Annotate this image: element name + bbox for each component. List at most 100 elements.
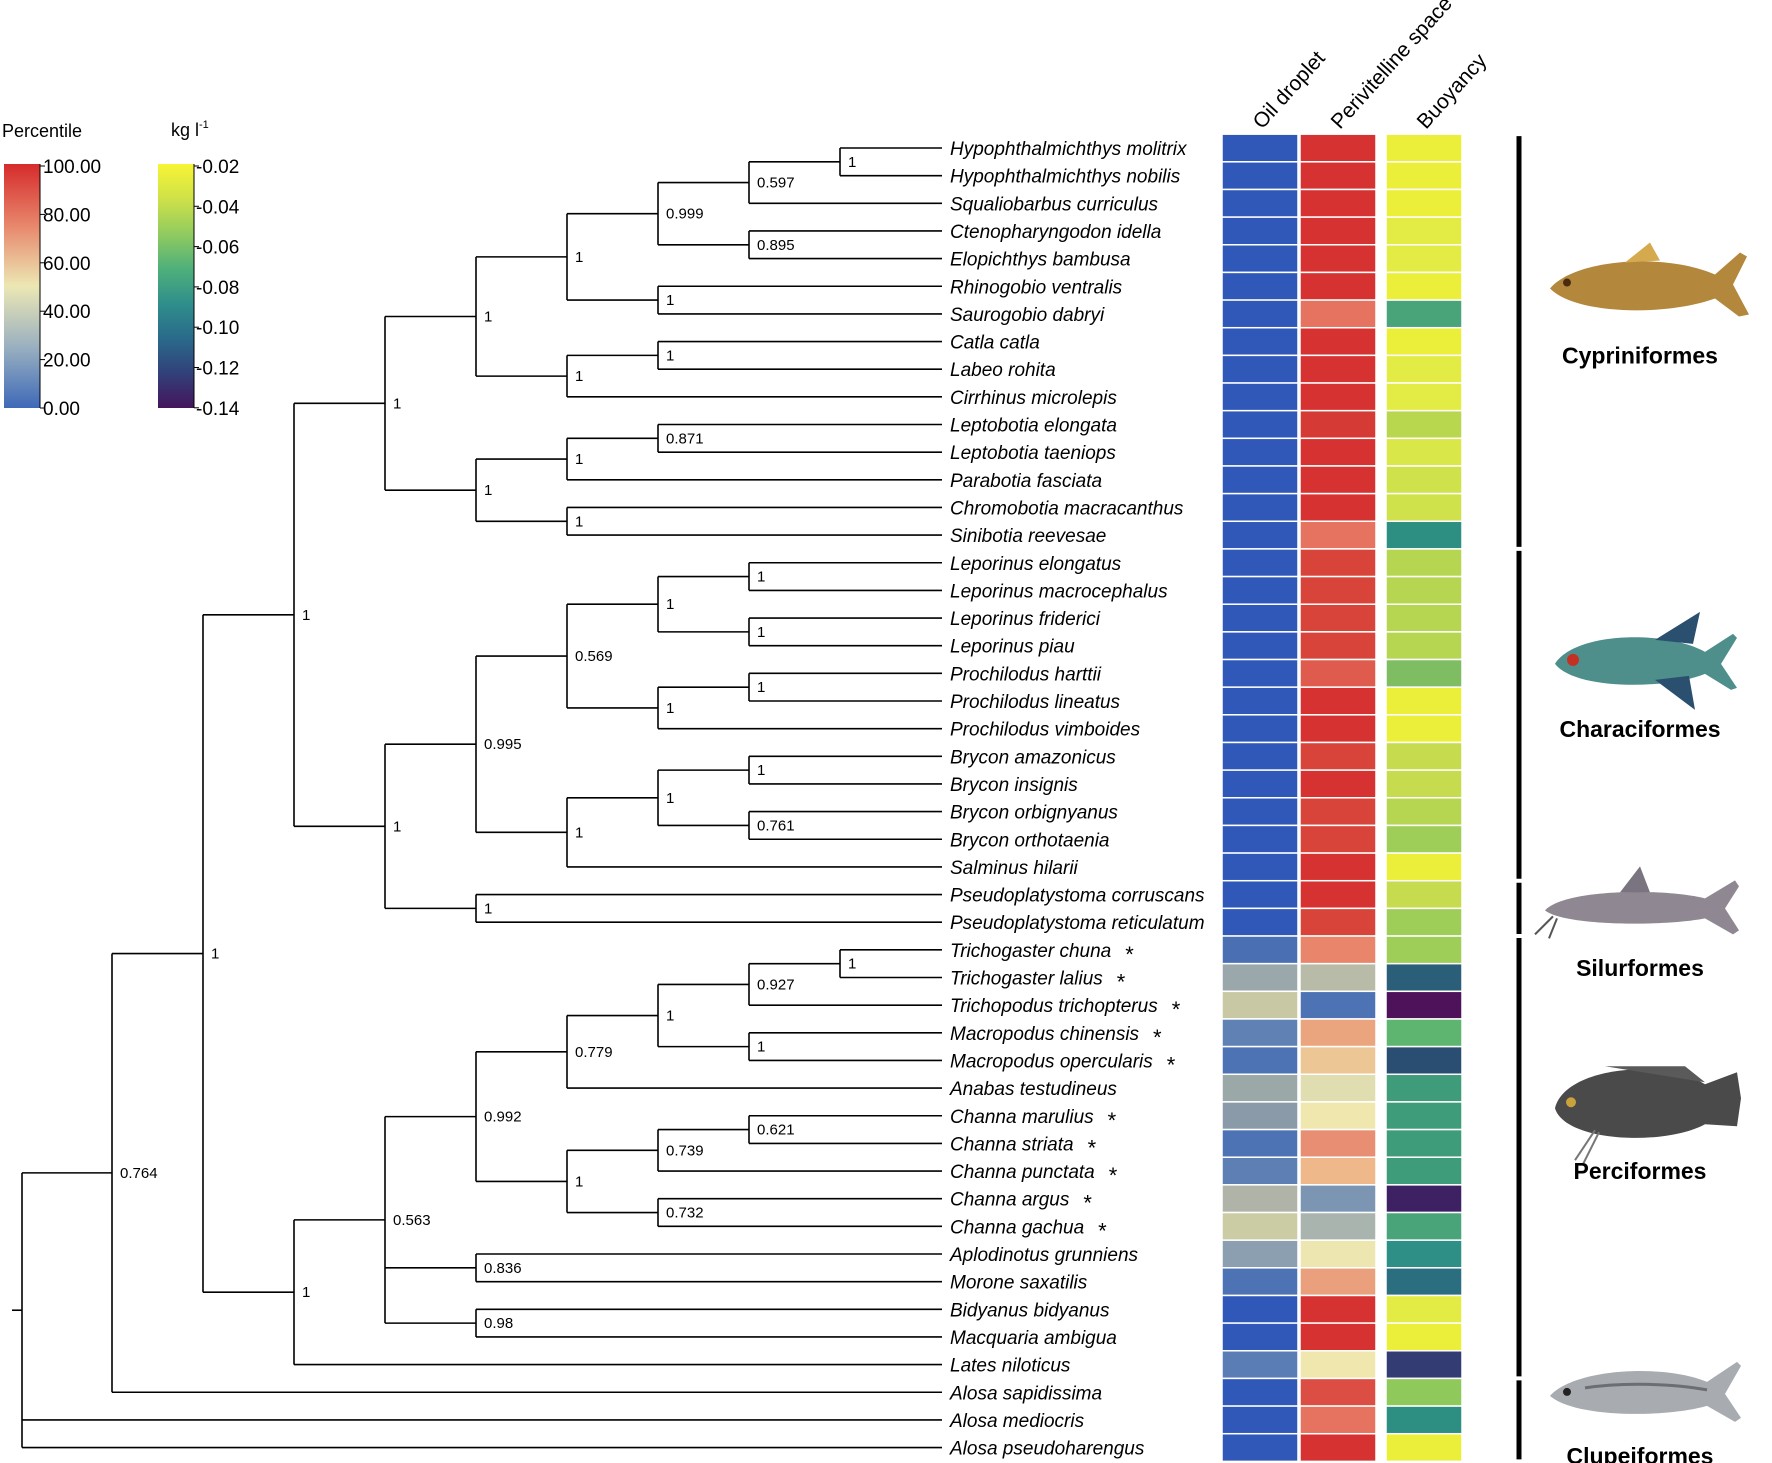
support-value: 0.761 (757, 817, 795, 834)
fish-fin (1620, 866, 1650, 893)
perivitelline-cell (1299, 1184, 1377, 1214)
oil-droplet-cell (1221, 1128, 1299, 1158)
support-value: 1 (575, 513, 583, 530)
oil-droplet-cell (1221, 1432, 1299, 1463)
asterisk-marker: * (1167, 1052, 1176, 1077)
buoyancy-cell (1385, 741, 1463, 771)
oil-droplet-cell (1221, 575, 1299, 605)
column-header: Oil droplet (1249, 47, 1330, 134)
oil-droplet-cell (1221, 935, 1299, 965)
perivitelline-cell (1299, 188, 1377, 218)
buoyancy-cell (1385, 852, 1463, 882)
support-value: 1 (575, 451, 583, 468)
perivitelline-cell (1299, 631, 1377, 661)
support-value: 1 (848, 956, 856, 973)
perivitelline-cell (1299, 879, 1377, 910)
taxon-label: Squaliobarbus curriculus (950, 194, 1159, 215)
buoyancy-cell (1385, 769, 1463, 799)
taxon-label: Brycon insignis (950, 775, 1078, 796)
taxon-label: Macquaria ambigua (950, 1328, 1117, 1349)
perivitelline-cell (1299, 658, 1377, 688)
taxon-label: Channa gachua (950, 1217, 1084, 1238)
support-value: 1 (666, 292, 674, 309)
taxon-label: Prochilodus lineatus (950, 692, 1121, 713)
taxon-label: Elopichthys bambusa (950, 250, 1131, 271)
support-value: 1 (757, 569, 765, 586)
oil-droplet-cell (1221, 658, 1299, 688)
buoyancy-cell (1385, 603, 1463, 633)
perivitelline-cell (1299, 1128, 1377, 1158)
oil-droplet-cell (1221, 1184, 1299, 1214)
support-value: 1 (575, 824, 583, 841)
perivitelline-cell (1299, 686, 1377, 716)
support-value: 0.764 (120, 1165, 158, 1182)
oil-droplet-cell (1221, 161, 1299, 191)
taxon-label: Lates niloticus (950, 1356, 1071, 1377)
taxon-label: Labeo rohita (950, 360, 1056, 381)
asterisk-marker: * (1109, 1163, 1118, 1188)
fish-eye (1563, 278, 1571, 287)
support-value: 1 (757, 624, 765, 641)
support-value: 0.563 (393, 1212, 431, 1229)
buoyancy-cell (1385, 879, 1463, 910)
taxon-label: Rhinogobio ventralis (950, 277, 1123, 298)
buoyancy-cell (1385, 326, 1463, 357)
buoyancy-cell (1385, 575, 1463, 605)
support-value: 0.732 (666, 1205, 704, 1222)
percentile-colorbar (4, 164, 40, 408)
oil-droplet-cell (1221, 188, 1299, 218)
support-value: 1 (302, 1284, 310, 1301)
perivitelline-cell (1299, 354, 1377, 384)
oil-droplet-cell (1221, 216, 1299, 246)
buoyancy-cell (1385, 1045, 1463, 1076)
oil-droplet-cell (1221, 1018, 1299, 1048)
perivitelline-cell (1299, 1294, 1377, 1324)
perivitelline-cell (1299, 714, 1377, 744)
support-value: 1 (393, 818, 401, 835)
taxon-label: Channa marulius (950, 1107, 1094, 1128)
oil-droplet-cell (1221, 1156, 1299, 1186)
perivitelline-cell (1299, 216, 1377, 246)
support-value: 1 (666, 1008, 674, 1025)
buoyancy-cell (1385, 492, 1463, 523)
perivitelline-cell (1299, 990, 1377, 1020)
support-value: 1 (757, 679, 765, 696)
oil-droplet-cell (1221, 492, 1299, 523)
perivitelline-cell (1299, 1211, 1377, 1241)
fish-barbel (1534, 915, 1558, 939)
fish-eye (1567, 653, 1579, 666)
taxon-label: Chromobotia macracanthus (950, 498, 1184, 519)
oil-droplet-cell (1221, 741, 1299, 771)
support-value: 1 (302, 607, 310, 624)
gourami-fish-illustration (1555, 1066, 1741, 1165)
support-value: 0.98 (484, 1315, 513, 1332)
taxon-label: Hypophthalmichthys molitrix (950, 139, 1188, 160)
taxon-label: Channa punctata (950, 1162, 1095, 1183)
support-value: 1 (575, 368, 583, 385)
taxon-label: Brycon amazonicus (950, 747, 1116, 768)
taxon-label: Sinibotia reevesae (950, 526, 1106, 547)
taxon-label: Macropodus chinensis (950, 1024, 1140, 1045)
perivitelline-cell (1299, 409, 1377, 440)
oil-droplet-cell (1221, 852, 1299, 882)
buoyancy-cell (1385, 1432, 1463, 1463)
support-value: 1 (575, 249, 583, 266)
taxon-label: Channa striata (950, 1134, 1074, 1155)
support-value: 1 (211, 946, 219, 963)
support-value: 1 (666, 347, 674, 364)
buoyancy-cell (1385, 658, 1463, 688)
fish-eye (1563, 1387, 1571, 1396)
density-tick-label: -0.10 (196, 318, 239, 339)
taxon-label: Anabas testudineus (949, 1079, 1117, 1100)
buoyancy-cell (1385, 990, 1463, 1020)
support-value: 1 (666, 596, 674, 613)
perivitelline-cell (1299, 1377, 1377, 1407)
buoyancy-cell (1385, 188, 1463, 218)
perivitelline-cell (1299, 1101, 1377, 1131)
support-value: 1 (666, 790, 674, 807)
perivitelline-cell (1299, 1045, 1377, 1076)
taxon-label: Leporinus friderici (950, 609, 1101, 630)
buoyancy-cell (1385, 520, 1463, 550)
